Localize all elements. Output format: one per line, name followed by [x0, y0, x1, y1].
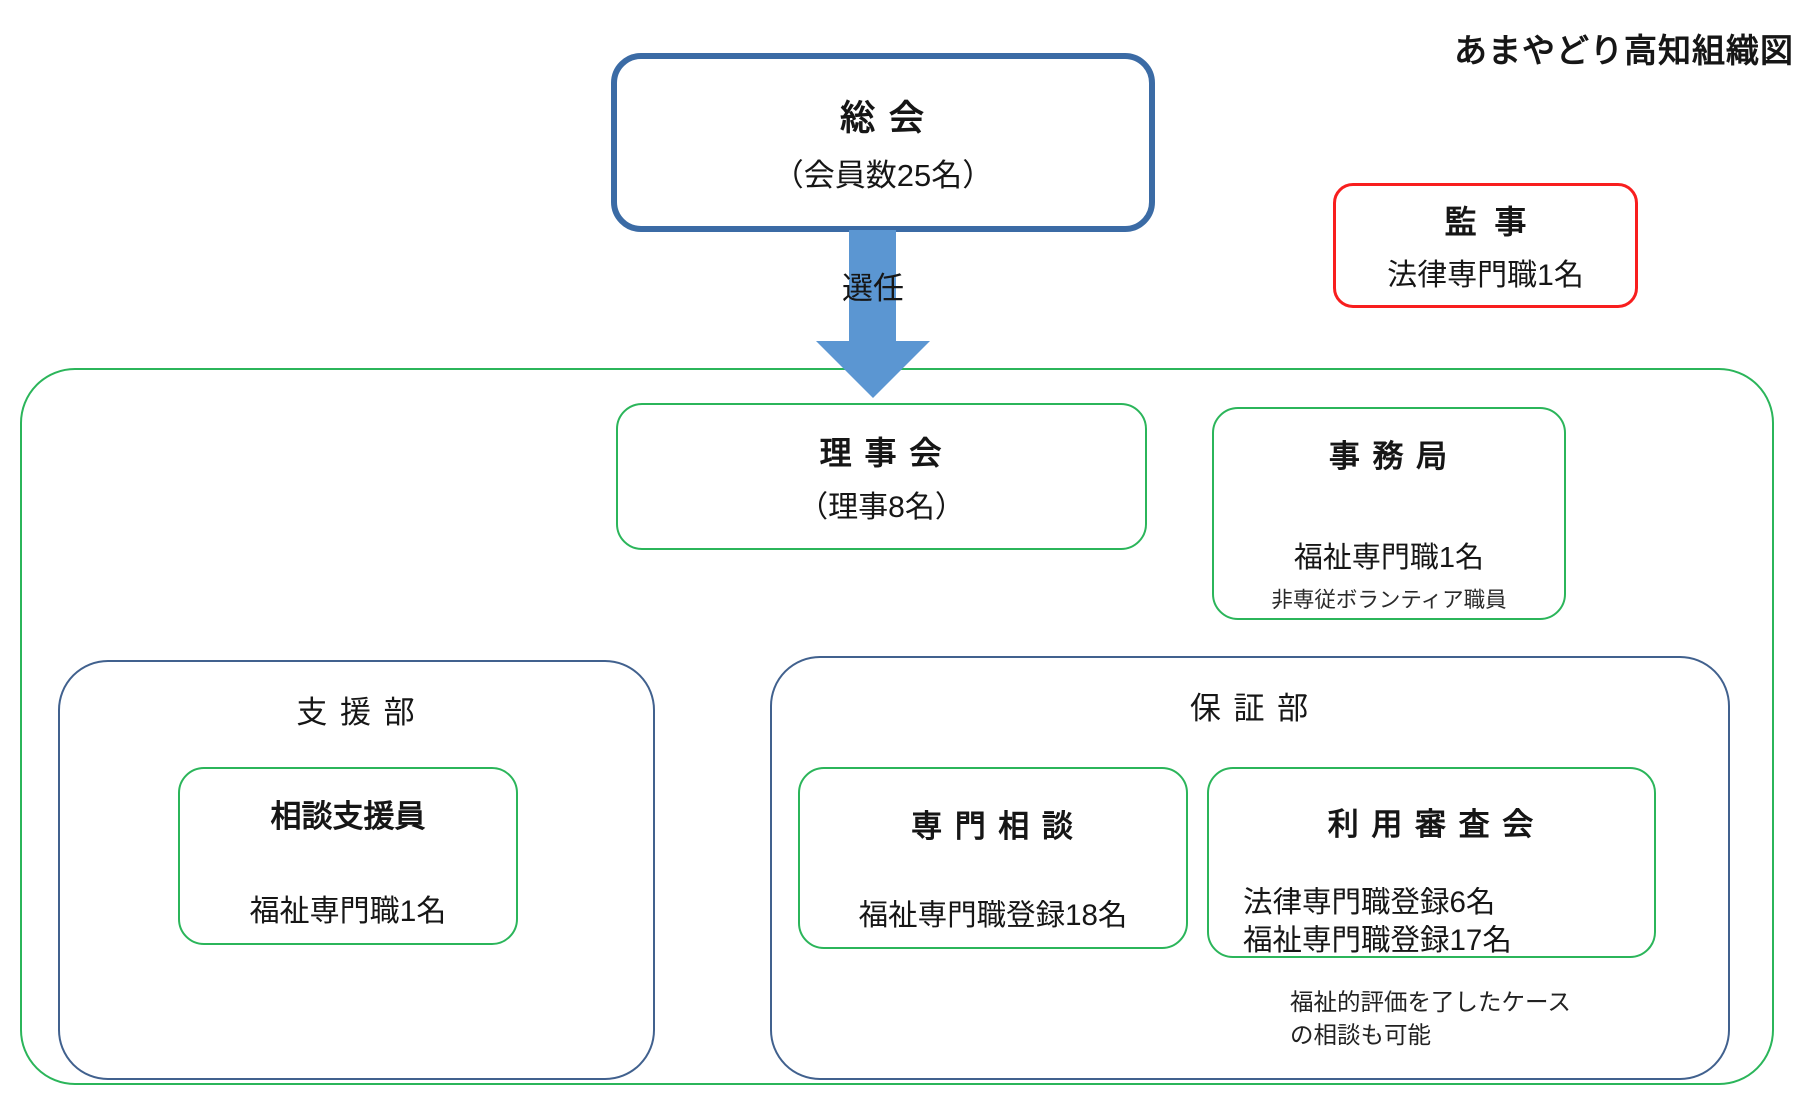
usage-review-footnote: 福祉的評価を了したケース の相談も可能: [1290, 986, 1630, 1052]
board-subtitle: （理事8名）: [798, 490, 965, 524]
down-arrow-shaft: [849, 230, 896, 342]
consultation-supporter-title: 相談支援員: [270, 799, 426, 834]
usage-review-welfare-staff: 福祉専門職登録17名: [1243, 924, 1512, 957]
auditor-box: 監 事 法律専門職1名: [1333, 183, 1638, 308]
support-department-title: 支 援 部: [296, 695, 417, 730]
consultation-supporter-box: 相談支援員 福祉専門職1名: [178, 767, 518, 945]
general-assembly-subtitle: （会員数25名）: [772, 158, 994, 193]
secretariat-box: 事 務 局 福祉専門職1名 非専従ボランティア職員: [1212, 407, 1566, 620]
usage-review-committee-title: 利 用 審 査 会: [1327, 807, 1536, 842]
down-arrow-head-icon: [816, 341, 930, 398]
auditor-title: 監 事: [1444, 204, 1527, 240]
support-department-container: 支 援 部: [58, 660, 655, 1080]
board-title: 理 事 会: [819, 434, 944, 471]
footnote-line1: 福祉的評価を了したケース: [1290, 989, 1571, 1015]
footnote-line2: の相談も可能: [1290, 1022, 1431, 1048]
general-assembly-box: 総 会 （会員数25名）: [611, 53, 1155, 232]
board-of-directors-box: 理 事 会 （理事8名）: [616, 403, 1147, 550]
guarantee-department-title: 保 証 部: [1189, 691, 1311, 726]
usage-review-committee-box: 利 用 審 査 会 法律専門職登録6名 福祉専門職登録17名: [1207, 767, 1656, 958]
specialist-consultation-staff: 福祉専門職登録18名: [858, 899, 1128, 932]
specialist-consultation-title: 専 門 相 談: [911, 809, 1075, 844]
guarantee-department-container: 保 証 部: [770, 656, 1730, 1080]
page-title: あまやどり高知組織図: [1454, 32, 1794, 69]
general-assembly-title: 総 会: [840, 99, 926, 138]
secretariat-volunteer-staff: 非専従ボランティア職員: [1271, 588, 1507, 612]
secretariat-title: 事 務 局: [1328, 439, 1450, 474]
consultation-supporter-staff: 福祉専門職1名: [249, 895, 447, 928]
usage-review-legal-staff: 法律専門職登録6名: [1243, 886, 1496, 919]
secretariat-staff: 福祉専門職1名: [1293, 542, 1485, 574]
auditor-staff: 法律専門職1名: [1387, 259, 1584, 292]
appointment-label: 選任: [842, 271, 904, 306]
specialist-consultation-box: 専 門 相 談 福祉専門職登録18名: [798, 767, 1188, 949]
